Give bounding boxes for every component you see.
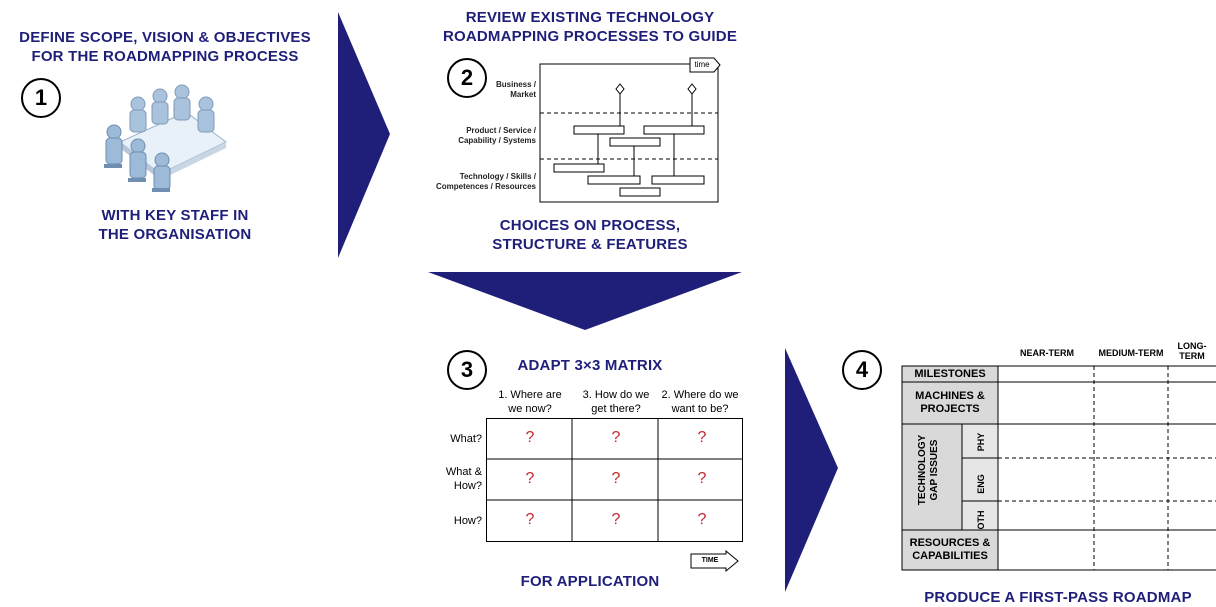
matrix-cell-1-3: ? (697, 429, 707, 446)
matrix-cell-2-3: ? (697, 470, 707, 487)
roadmap-layer-diagram (539, 57, 721, 203)
step1-title-line2: FOR THE ROADMAPPING PROCESS (31, 48, 299, 65)
matrix-row-header-1: What? (420, 432, 482, 446)
step3-caption: FOR APPLICATION (520, 573, 660, 590)
matrix-row-header-3-line1: How? (453, 515, 482, 527)
matrix-column-header-2: 3. How do we get there? (574, 388, 658, 416)
matrix-row-header-2: What & How? (420, 465, 482, 493)
roadmap-row-technology-gap-issues: TECHNOLOGY GAP ISSUES (917, 417, 945, 523)
roadmap-row-resources-capabilities: RESOURCES & CAPABILITIES (904, 537, 996, 563)
roadmap-subrow-oth: OTH (976, 510, 986, 530)
step4-number-badge: 4 (842, 350, 882, 390)
step1-caption-line1: WITH KEY STAFF IN (101, 207, 249, 224)
matrix-time-label: TIME (701, 557, 719, 564)
diagram-layer-product: Product / Service / Capability / Systems (430, 126, 536, 146)
arrow-step2-to-step3 (428, 272, 742, 330)
roadmap-column-long-term-line1: LONG- (1177, 341, 1207, 351)
roadmap-row-tech-line2: GAP ISSUES (929, 439, 940, 501)
step2-title-line2: ROADMAPPING PROCESSES TO GUIDE (442, 28, 738, 45)
matrix-time-arrow (690, 550, 739, 572)
roadmap-row-resources-line1: RESOURCES & (909, 537, 991, 549)
diagram-layer-technology-line2: Competences / Resources (435, 182, 536, 191)
step2-title-line1: REVIEW EXISTING TECHNOLOGY (465, 9, 715, 26)
matrix-cell-3-2: ? (611, 511, 621, 528)
diagram-layer-technology-line1: Technology / Skills / (459, 172, 536, 181)
matrix-cell-2-2: ? (611, 470, 621, 487)
arrow-step1-to-step2 (338, 12, 390, 258)
matrix-row-header-1-line1: What? (450, 433, 482, 445)
roadmap-row-resources-line2: CAPABILITIES (912, 550, 988, 562)
step3-title: ADAPT 3×3 MATRIX (517, 357, 663, 374)
diagram-time-label: time (694, 60, 710, 69)
arrow-step3-to-step4 (785, 348, 838, 592)
diagram-layer-product-line2: Capability / Systems (458, 136, 536, 145)
roadmap-row-tech-line1: TECHNOLOGY (917, 434, 928, 506)
matrix-cell-1-1: ? (525, 429, 535, 446)
matrix-column-header-1: 1. Where are we now? (488, 388, 572, 416)
step2-number-badge: 2 (447, 58, 487, 98)
roadmap-column-medium-term: MEDIUM-TERM (1098, 348, 1164, 358)
matrix-column-header-1-line2: we now? (508, 403, 552, 415)
diagram-layer-technology: Technology / Skills / Competences / Reso… (420, 172, 536, 192)
roadmap-row-machines-projects: MACHINES & PROJECTS (904, 390, 996, 416)
diagram-layer-business-line2: Market (510, 90, 536, 99)
roadmap-column-long-term: LONG- TERM (1172, 341, 1212, 361)
step2-title: REVIEW EXISTING TECHNOLOGY ROADMAPPING P… (420, 8, 760, 46)
roadmap-row-machines-line1: MACHINES & (915, 390, 985, 402)
roadmap-subrow-eng: ENG (976, 474, 986, 494)
matrix-grid (486, 418, 743, 542)
step1-number-badge: 1 (21, 78, 61, 118)
matrix-row-header-2-line1: What & (445, 466, 482, 478)
diagram-layer-business: Business / Market (430, 80, 536, 100)
step2-caption: CHOICES ON PROCESS, STRUCTURE & FEATURES (440, 216, 740, 254)
matrix-column-header-3-line1: 2. Where do we (661, 389, 739, 401)
roadmap-column-near-term: NEAR-TERM (1020, 348, 1074, 358)
step1-caption-line2: THE ORGANISATION (98, 226, 252, 243)
diagram-layer-business-line1: Business / (495, 80, 536, 89)
matrix-column-header-3: 2. Where do we want to be? (658, 388, 742, 416)
roadmap-row-machines-line2: PROJECTS (920, 403, 980, 415)
matrix-column-header-2-line2: get there? (591, 403, 641, 415)
step1-title-line1: DEFINE SCOPE, VISION & OBJECTIVES (19, 29, 311, 46)
meeting-table-people-icon (104, 84, 227, 192)
step1-title: DEFINE SCOPE, VISION & OBJECTIVES FOR TH… (0, 28, 330, 66)
matrix-cell-3-1: ? (525, 511, 535, 528)
roadmap-row-milestones: MILESTONES (914, 368, 986, 380)
step2-caption-line1: CHOICES ON PROCESS, (499, 217, 681, 234)
step1-caption: WITH KEY STAFF IN THE ORGANISATION (68, 206, 282, 244)
matrix-column-header-1-line1: 1. Where are (498, 389, 562, 401)
matrix-column-header-2-line1: 3. How do we (582, 389, 650, 401)
matrix-cell-2-1: ? (525, 470, 535, 487)
matrix-cell-1-2: ? (611, 429, 621, 446)
matrix-row-header-2-line2: How? (453, 480, 482, 492)
matrix-row-header-3: How? (420, 514, 482, 528)
step2-caption-line2: STRUCTURE & FEATURES (492, 236, 688, 253)
roadmap-grid (901, 365, 1216, 571)
step4-caption: PRODUCE A FIRST-PASS ROADMAP (924, 589, 1192, 606)
diagram-layer-product-line1: Product / Service / (466, 126, 536, 135)
matrix-column-header-3-line2: want to be? (671, 403, 729, 415)
roadmap-column-long-term-line2: TERM (1179, 351, 1205, 361)
matrix-cell-3-3: ? (697, 511, 707, 528)
roadmap-subrow-phy: PHY (976, 432, 986, 452)
step3-number-badge: 3 (447, 350, 487, 390)
